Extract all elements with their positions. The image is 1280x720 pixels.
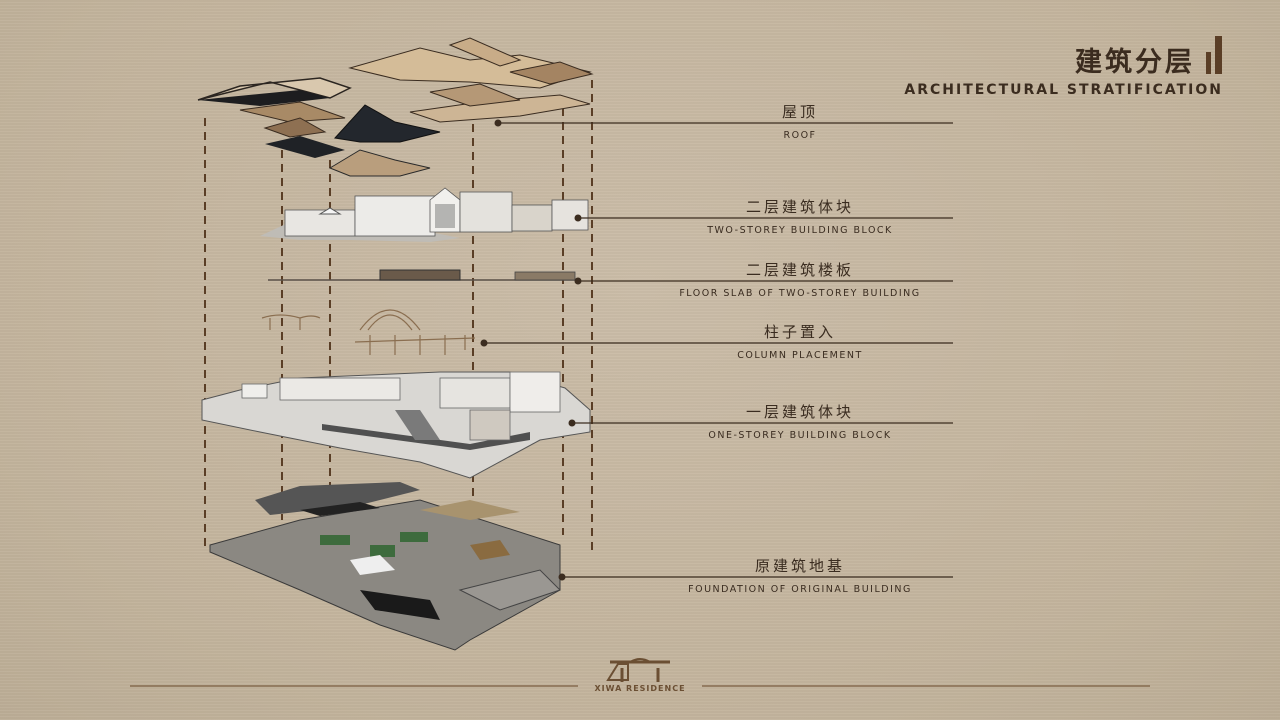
layer-label-one-storey-zh: 一层建筑体块 [745, 403, 854, 421]
one-storey-block-illustration [201, 371, 591, 479]
roof-layer-illustration [197, 37, 594, 177]
leader-dots [480, 119, 582, 581]
layer-label-columns-en: COLUMN PLACEMENT [737, 350, 863, 361]
page-subtitle: ARCHITECTURAL STRATIFICATION [904, 82, 1223, 98]
footer-brand: XIWA RESIDENCE [594, 684, 686, 693]
floor-slab-illustration [268, 269, 580, 281]
layer-label-foundation-en: FOUNDATION OF ORIGINAL BUILDING [688, 584, 912, 595]
layer-label-roof-en: ROOF [783, 130, 817, 141]
page-title: 建筑分层 [1075, 47, 1195, 78]
two-storey-block-illustration [260, 187, 589, 242]
layer-label-foundation-zh: 原建筑地基 [754, 557, 845, 575]
layer-label-roof-zh: 屋顶 [781, 103, 818, 121]
foundation-illustration [209, 482, 561, 651]
layer-label-two-storey-en: TWO-STOREY BUILDING BLOCK [707, 225, 893, 236]
layer-label-two-storey-zh: 二层建筑体块 [745, 198, 854, 216]
column-placement-illustration [261, 309, 476, 355]
leader-lines [484, 122, 953, 578]
layer-label-floor-slab-zh: 二层建筑楼板 [745, 261, 854, 279]
layer-label-columns-zh: 柱子置入 [763, 323, 836, 341]
layer-label-floor-slab-en: FLOOR SLAB OF TWO-STOREY BUILDING [679, 288, 921, 299]
layer-label-one-storey-en: ONE-STOREY BUILDING BLOCK [708, 430, 892, 441]
xiwa-logo-icon [606, 658, 670, 682]
title-accent-mark [1206, 36, 1222, 74]
